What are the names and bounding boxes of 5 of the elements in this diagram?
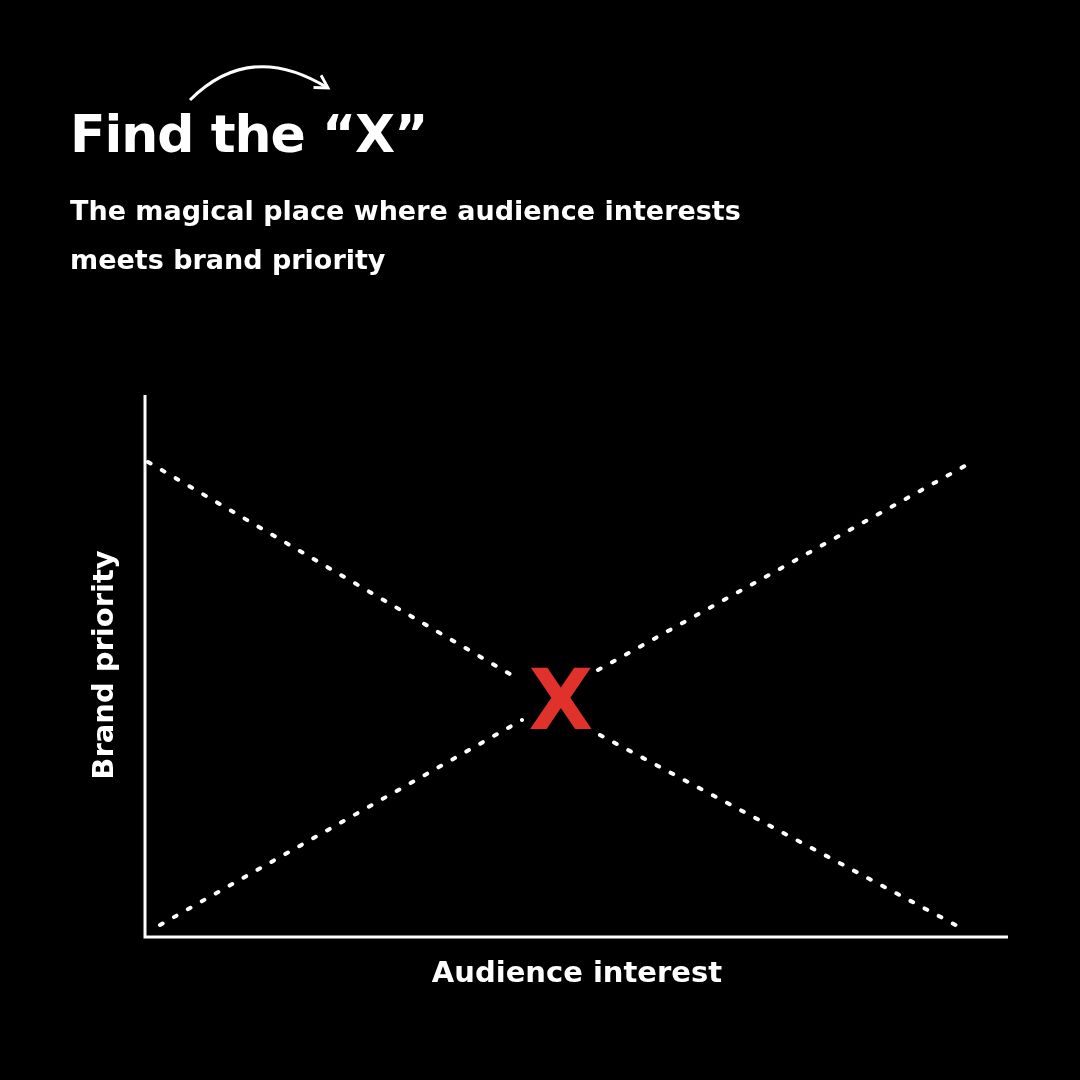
- x-mark: X: [528, 658, 594, 742]
- axis-label: Brand priority: [86, 550, 120, 780]
- subtitle: The magical place where audience interests meets brand priority: [70, 194, 742, 277]
- title: Find the “X”: [70, 104, 428, 164]
- axis-label: Audience interest: [431, 955, 723, 989]
